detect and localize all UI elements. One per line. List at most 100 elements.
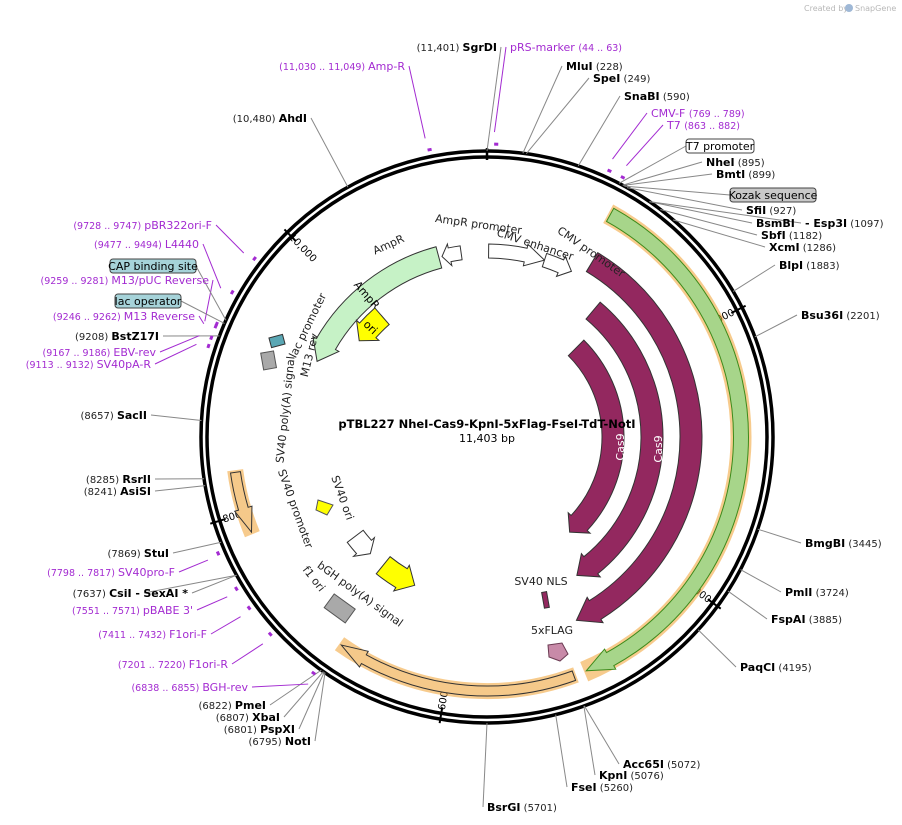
- site-leader: [522, 65, 563, 154]
- primer-mark: [229, 289, 235, 295]
- site-leader: [626, 187, 743, 211]
- feature-arrow-ori: [355, 307, 390, 342]
- site-paqci: PaqCI (4195): [740, 661, 812, 674]
- primer-leader: [215, 224, 245, 254]
- feature-arrow-cmv-enhancer: [488, 243, 546, 267]
- primer-leader: [159, 335, 200, 353]
- site-leader: [757, 528, 802, 544]
- feature-arrow-sv40-promoter: [346, 529, 376, 558]
- credit-brand: SnapGene: [855, 4, 896, 13]
- feature-arrow-ampr-promoter: [441, 242, 463, 267]
- plasmid-size: 11,403 bp: [459, 432, 515, 445]
- primer-sv40pa-r: (9113 .. 9132) SV40pA-R: [26, 358, 152, 371]
- primer-leader: [178, 559, 209, 573]
- site-leader: [555, 714, 568, 788]
- feature-label-sv40-ori: SV40 ori: [328, 474, 356, 522]
- site-snabi: SnaBI (590): [624, 90, 690, 103]
- site-leader: [697, 629, 737, 668]
- tick-mark: [438, 707, 444, 724]
- box-leader: [180, 300, 225, 324]
- site-leader: [740, 569, 782, 593]
- site-leader: [143, 574, 237, 594]
- site-sexai: SexAI *: [143, 587, 188, 600]
- sv40-ori-glyph: [315, 499, 334, 516]
- feature-arrow-cas9: [585, 207, 750, 672]
- feature-arrow-cas9: [576, 301, 664, 578]
- primer-mark: [267, 631, 273, 637]
- feature-arrow-cas9: [575, 252, 703, 624]
- primer-leader: [198, 315, 205, 324]
- feature-box-label: T7 promoter: [685, 140, 755, 153]
- site-leader: [191, 574, 237, 594]
- site-spei: SpeI (249): [593, 72, 651, 85]
- site-leader: [672, 219, 766, 248]
- feature-box-cap-binding-site: [109, 258, 197, 274]
- primer-sv40pro-f: (7798 .. 7817) SV40pro-F: [47, 566, 175, 579]
- site-pmei: (6822) PmeI: [198, 699, 266, 712]
- sv40-polya-glyph: [260, 350, 278, 371]
- primer-mark: [620, 175, 626, 180]
- primer-m13-puc-reverse: (9259 .. 9281) M13/pUC Reverse: [41, 274, 210, 287]
- site-leader: [754, 314, 798, 338]
- primer-mark: [606, 168, 612, 174]
- feature-label-sv40-promoter: SV40 promoter: [275, 468, 316, 551]
- box-leader: [624, 185, 731, 196]
- primer-mark: [311, 670, 317, 676]
- primer-leader: [231, 643, 264, 665]
- site-sbfi: SbfI (1182): [761, 229, 822, 242]
- primer-cmv-f: CMV-F (769 .. 789): [651, 107, 745, 120]
- credit-prefix: Created by: [804, 4, 848, 13]
- feature-arrow-sv40-ori-promoter: [229, 471, 253, 534]
- primer-pbr322ori-f: (9728 .. 9747) pBR322ori-F: [73, 219, 212, 232]
- primer-marks: [206, 142, 626, 676]
- cas9-label: Cas9: [614, 433, 627, 460]
- site-leader: [622, 161, 703, 186]
- site-leader: [482, 722, 488, 808]
- primer-leader: [154, 343, 197, 365]
- site-leader: [577, 95, 621, 167]
- plasmid-name: pTBL227 NheI-Cas9-KpnI-5xFlag-FseI-TdT-N…: [338, 417, 635, 431]
- site-leader: [486, 46, 502, 152]
- primer-prs-marker: pRS-marker (44 .. 63): [510, 41, 622, 54]
- tick-mark: [707, 598, 722, 610]
- site-leader: [732, 264, 776, 292]
- primer-pbabe-3: (7551 .. 7571) pBABE 3': [72, 604, 193, 617]
- box-leader: [618, 145, 687, 184]
- site-leader: [269, 669, 322, 706]
- site-bmgbi: BmgBI (3445): [805, 537, 882, 550]
- site-leader: [525, 77, 590, 155]
- site-leader: [150, 414, 202, 422]
- feature-box-kozak-sequence: [729, 187, 817, 203]
- cas9-label: Cas9: [707, 438, 720, 465]
- site-esp3i: - Esp3I (1097): [805, 217, 884, 230]
- site-sgrdi: (11,401) SgrDI: [417, 41, 497, 54]
- site-bsrgi: BsrGI (5701): [487, 801, 557, 814]
- site-leader: [649, 201, 802, 224]
- site-bstz17i: (9208) BstZ17I: [75, 330, 159, 343]
- site-ahdi: (10,480) AhdI: [233, 112, 307, 125]
- primer-f1ori-f: (7411 .. 7432) F1ori-F: [98, 628, 207, 641]
- leader-lines: [143, 46, 802, 808]
- feature-arrow-f1-ori: [375, 555, 416, 592]
- primer-t7: T7 (863 .. 882): [666, 119, 740, 132]
- site-leader: [314, 672, 326, 742]
- feature-box-label: lac operator: [115, 295, 182, 308]
- primer-leader: [210, 616, 241, 635]
- site-mlui: MluI (228): [566, 60, 623, 73]
- primer-mark: [215, 550, 221, 556]
- site-leader: [727, 590, 768, 620]
- primer-mark: [246, 605, 252, 611]
- site-noti: (6795) NotI: [248, 735, 311, 748]
- site-pmli: PmlI (3724): [785, 586, 849, 599]
- feature-arrow-cmv-promoter: [541, 252, 573, 278]
- site-leader: [649, 201, 753, 224]
- primer-leader: [493, 46, 507, 133]
- site-pspxi: (6801) PspXI: [224, 723, 295, 736]
- lac-promoter-glyph: [268, 333, 286, 349]
- feature-arrow-tdt: [339, 644, 577, 697]
- site-leader: [583, 705, 620, 765]
- tick-mark: [730, 304, 747, 314]
- site-leader: [172, 541, 222, 554]
- cas9-label: Cas9: [652, 435, 665, 462]
- feature-label-ampr: AmpR: [371, 232, 407, 257]
